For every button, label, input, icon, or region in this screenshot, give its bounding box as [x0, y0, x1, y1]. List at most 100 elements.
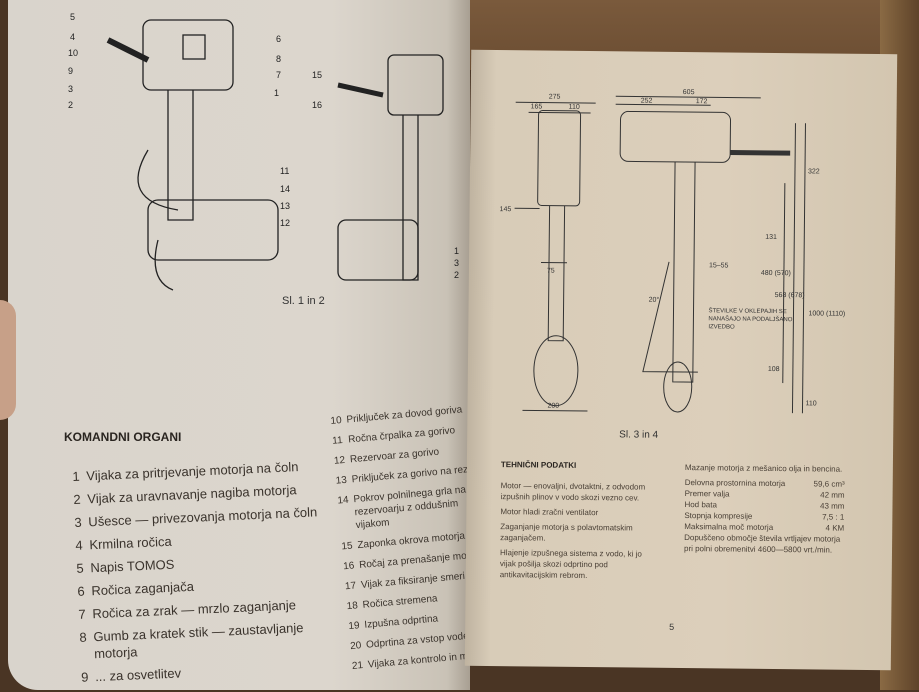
technical-text-col1: Motor — enovaljni, dvotaktni, z odvodom …	[500, 480, 661, 586]
item-text: Ušesce — privezovanja motorja na čoln	[88, 503, 318, 530]
item-text: Ročna črpalka za gorivo	[348, 424, 456, 446]
item-text: ... za osvetlitev	[95, 664, 182, 685]
spec-label: Stopnja kompresije	[684, 510, 752, 522]
spec-value: 42 mm	[820, 489, 845, 500]
item-text: Vijak za uravnavanje nagiba motorja	[87, 481, 297, 507]
item-number: 19	[348, 619, 365, 633]
callout-3: 3	[68, 84, 73, 94]
callout-5: 5	[70, 12, 75, 22]
figure-caption-3-4: Sl. 3 in 4	[619, 429, 658, 440]
tech-paragraph: Zaganjanje motorja s polavtomatskim zaga…	[500, 521, 660, 545]
dim-172: 172	[696, 98, 708, 105]
callout-3b: 3	[454, 258, 459, 268]
item-text: Ročica zaganjača	[91, 578, 194, 599]
item-number: 18	[346, 599, 363, 613]
callout-7: 7	[276, 70, 281, 80]
tech-paragraph: Motor hladi zračni ventilator	[500, 506, 660, 519]
item-number: 9	[81, 668, 96, 686]
callout-1b: 1	[454, 246, 459, 256]
callout-4: 4	[70, 32, 75, 42]
dim-165: 165	[531, 103, 543, 110]
callout-16: 16	[312, 100, 322, 110]
item-number: 5	[76, 559, 91, 577]
item-text: Zaponka okrova motorja	[357, 530, 466, 552]
spec-label: Maksimalna moč motorja	[684, 521, 773, 533]
item-number: 17	[344, 579, 361, 593]
dim-75: 75	[547, 268, 555, 275]
callout-1: 1	[274, 88, 279, 98]
callout-9: 9	[68, 66, 73, 76]
dim-252: 252	[641, 98, 653, 105]
spec-value: 59,6 cm³	[814, 478, 845, 489]
dim-200: 200	[547, 403, 559, 410]
outboard-motor-illustration-fig1-2	[8, 0, 470, 300]
item-text: Ročica za zrak — mrzlo zaganjanje	[92, 596, 296, 622]
item-number: 1	[72, 467, 87, 485]
item-number: 3	[74, 513, 89, 531]
dimension-note: ŠTEVILKE V OKLEPAJIH SE NANAŠAJO NA PODA…	[708, 307, 798, 332]
item-number: 7	[78, 605, 93, 623]
dim-1000: 1000 (1110)	[808, 310, 845, 317]
item-text: Pokrov polnilnega grla na rezervoarju z …	[353, 482, 485, 532]
item-text: Rezervoar za gorivo	[349, 446, 439, 467]
item-number: 4	[75, 536, 90, 554]
tech-paragraph: Hlajenje izpušnega sistema z vodo, ki jo…	[500, 547, 660, 582]
lubrication-text: Mazanje motorja z mešanico olja in benci…	[685, 462, 845, 475]
item-number: 6	[77, 582, 92, 600]
figure-caption-1-2: Sl. 1 in 2	[282, 295, 325, 307]
dim-110: 110	[569, 104, 580, 111]
list-item: 9... za osvetlitev	[81, 658, 332, 686]
spec-value: 7,5 : 1	[822, 511, 844, 522]
item-number: 12	[333, 453, 350, 467]
callout-6: 6	[276, 34, 281, 44]
dim-480: 480 (570)	[761, 270, 791, 277]
dim-108: 108	[768, 366, 780, 373]
callout-2: 2	[68, 100, 73, 110]
section-title-tehnicni-podatki: TEHNIČNI PODATKI	[501, 460, 576, 470]
item-number: 2	[73, 490, 88, 508]
callout-10: 10	[68, 48, 78, 58]
item-number: 11	[332, 434, 349, 448]
section-title-komandni-organi: KOMANDNI ORGANI	[64, 430, 181, 444]
right-page: 275 165 110 145 75 200 605 252 172 322 1…	[465, 50, 897, 670]
thumb	[0, 300, 16, 420]
spec-label: Hod bata	[684, 499, 717, 510]
item-text: Krmilna ročica	[89, 533, 172, 554]
callout-11: 11	[280, 166, 289, 176]
dim-131: 131	[765, 234, 777, 241]
item-text: Izpušna odprtina	[364, 612, 439, 631]
dim-20deg: 20°	[649, 296, 660, 304]
dimension-drawings-fig3-4: 275 165 110 145 75 200 605 252 172 322 1…	[467, 50, 897, 434]
callout-15: 15	[312, 70, 322, 80]
rpm-range-text: Dopuščeno območje števila vrtljajev moto…	[684, 532, 844, 556]
callout-12: 12	[280, 218, 290, 228]
callout-2b: 2	[454, 270, 459, 280]
dim-275: 275	[549, 94, 561, 101]
item-number: 16	[343, 559, 360, 573]
callout-8: 8	[276, 54, 281, 64]
spec-label: Premer valja	[685, 488, 730, 499]
dim-15-55: 15–55	[709, 262, 729, 269]
spec-value: 4 KM	[826, 523, 845, 534]
technical-text-col2: Mazanje motorja z mešanico olja in benci…	[684, 462, 845, 560]
dim-568: 568 (678)	[775, 292, 805, 299]
item-number: 15	[341, 539, 358, 553]
item-text: Ročica stremena	[362, 592, 438, 611]
item-number: 13	[335, 473, 352, 487]
tech-paragraph: Motor — enovaljni, dvotaktni, z odvodom …	[501, 480, 661, 504]
dim-605: 605	[683, 89, 695, 96]
item-text: Napis TOMOS	[90, 556, 175, 577]
callout-14: 14	[280, 184, 290, 194]
item-text: Gumb za kratek stik — zaustavljanje moto…	[93, 618, 330, 662]
item-number: 10	[330, 414, 347, 428]
item-number: 20	[350, 639, 367, 653]
callout-13: 13	[280, 201, 290, 211]
spec-value: 43 mm	[820, 500, 845, 511]
dim-145: 145	[500, 206, 512, 213]
item-number: 8	[79, 628, 94, 663]
item-number: 21	[351, 659, 368, 673]
dim-110-side: 110	[806, 400, 817, 407]
